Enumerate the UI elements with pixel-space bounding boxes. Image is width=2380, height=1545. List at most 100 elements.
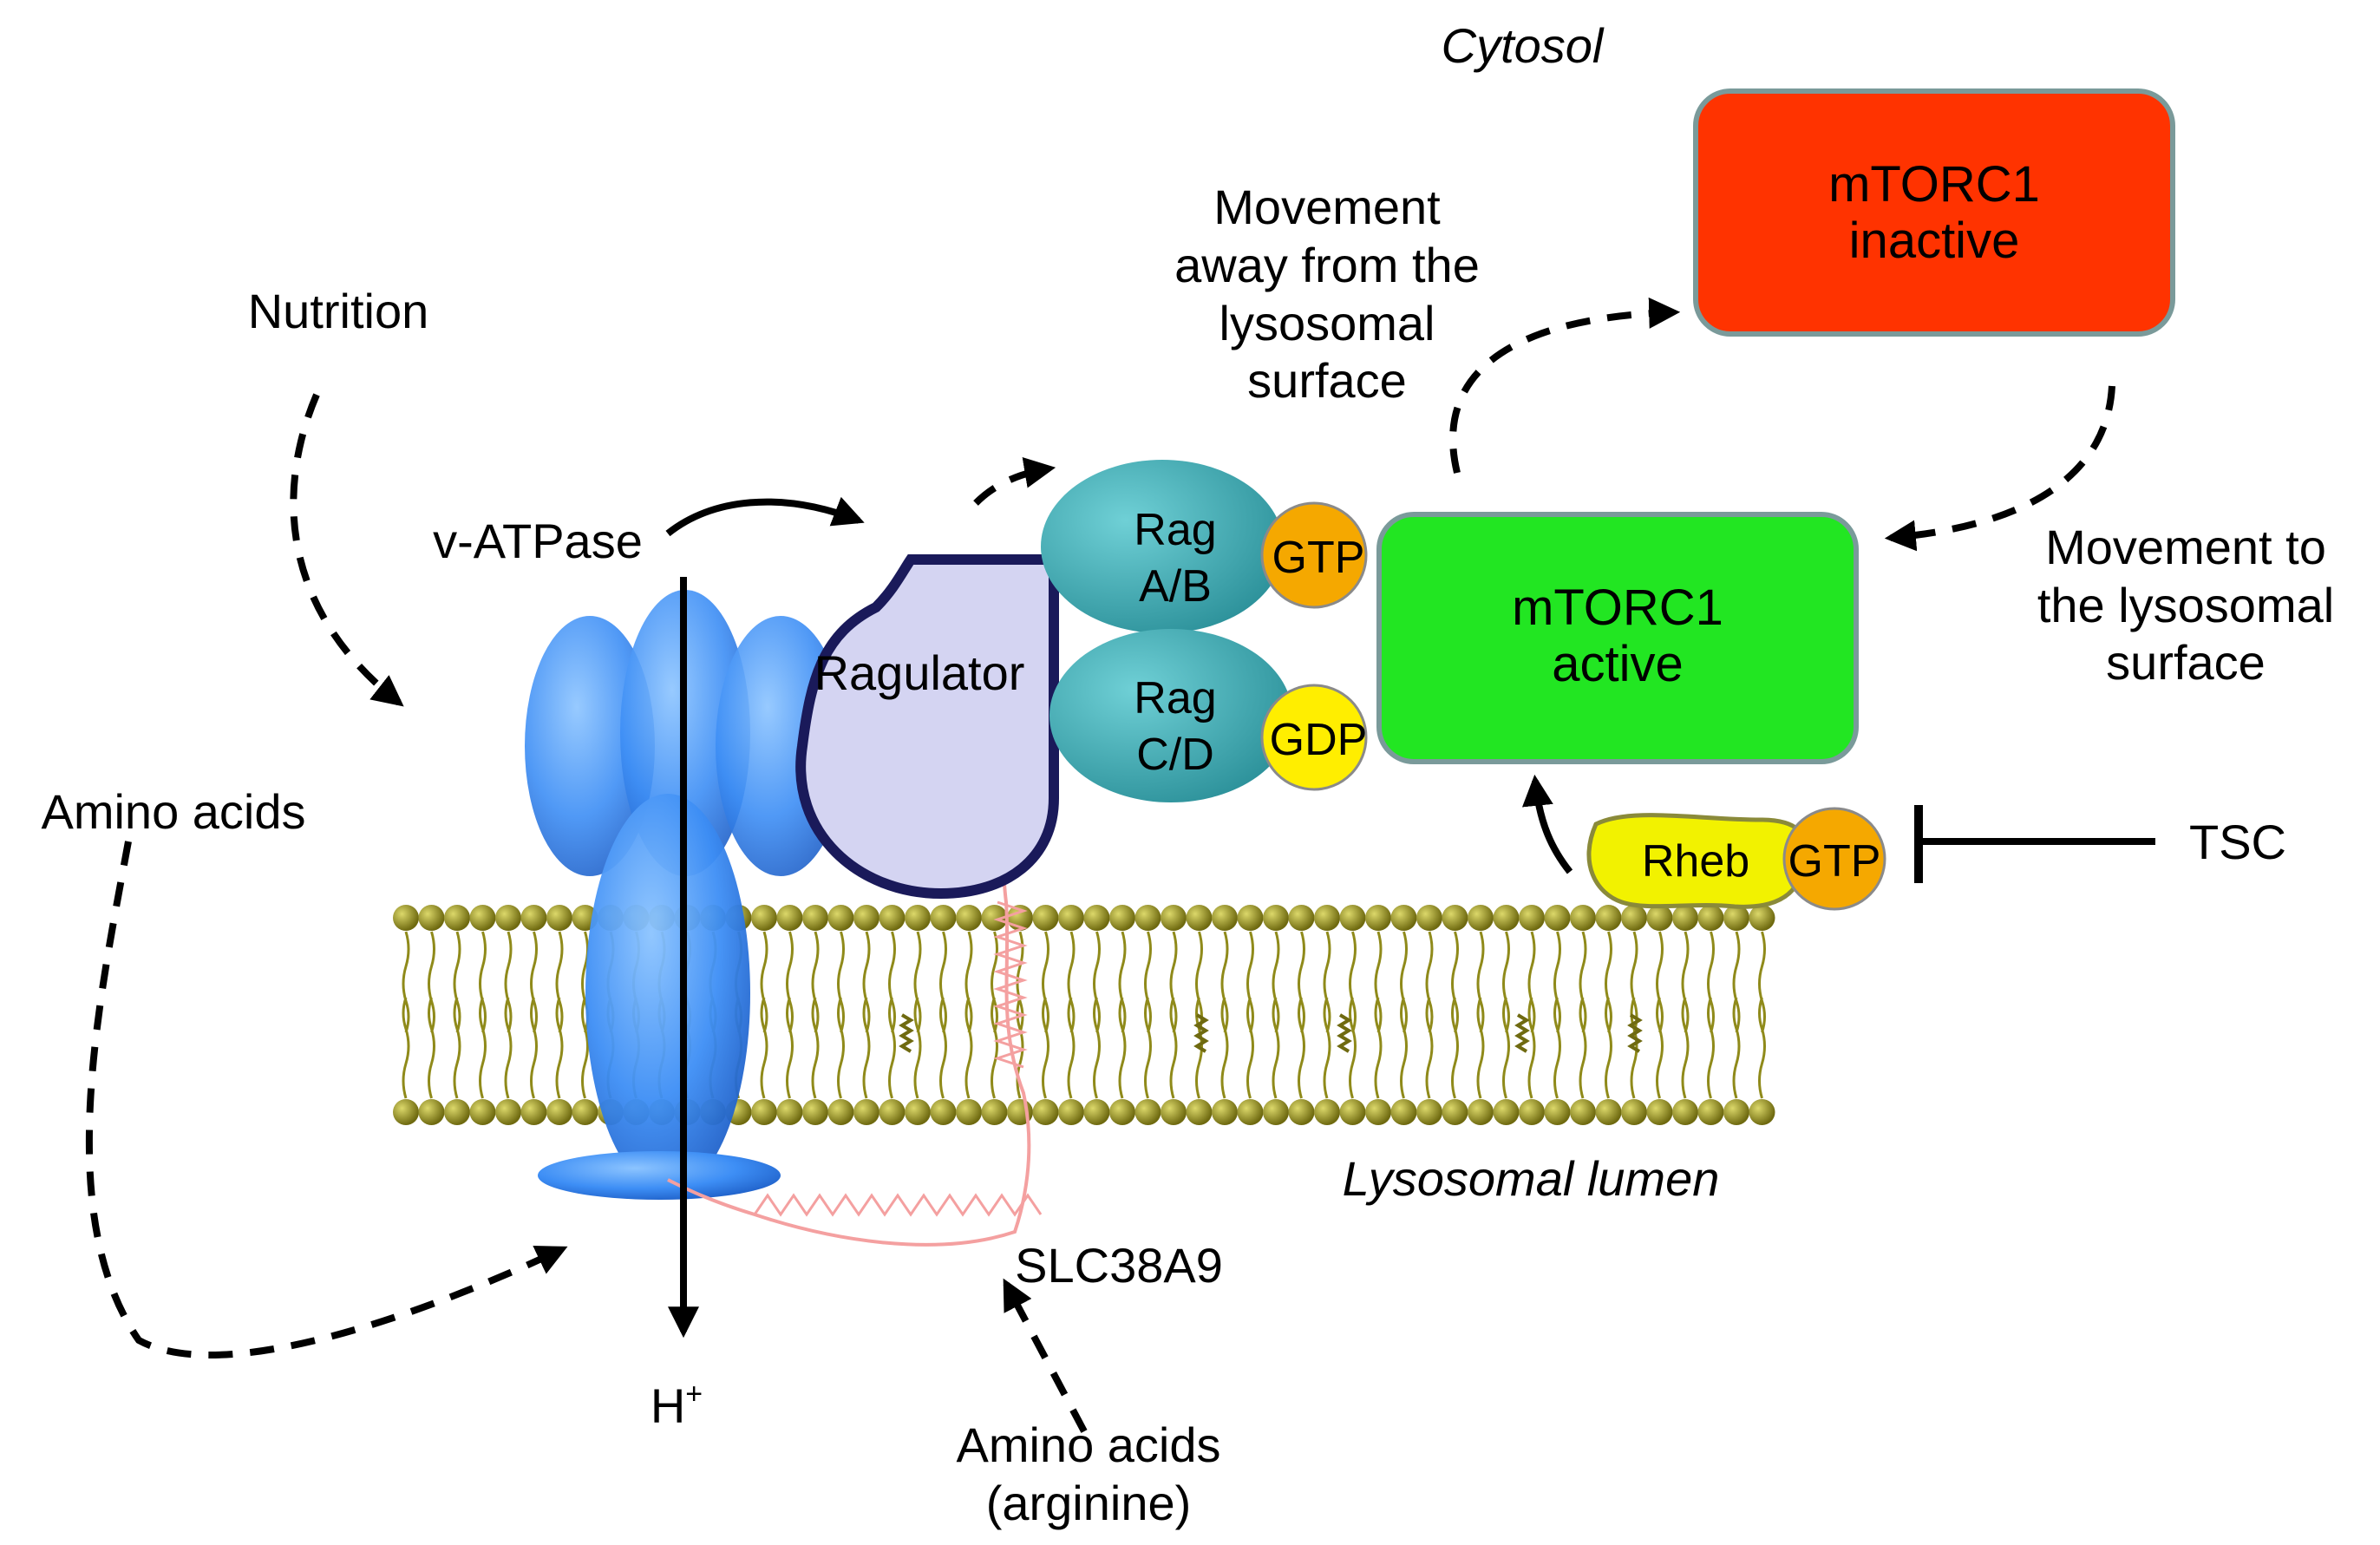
lipid-head [1083, 905, 1110, 931]
lipid-head [1646, 1099, 1673, 1125]
lipid-head [1390, 905, 1417, 931]
proton-label: H+ [651, 1378, 703, 1433]
lipid-tail [913, 931, 922, 1099]
lipid-head [1672, 1099, 1698, 1125]
lipid-tail [1451, 931, 1459, 1099]
lipid-tail [1220, 931, 1229, 1099]
lipid-head [1544, 905, 1571, 931]
lipid-tail [1298, 931, 1305, 1099]
lipid-head [1442, 905, 1468, 931]
lipid-head [1723, 905, 1749, 931]
gtp-rag-label: GTP [1272, 533, 1365, 583]
mtorc1-active-box [1376, 512, 1859, 764]
lumen-label: Lysosomal lumen [1343, 1151, 1720, 1206]
lipid-tail [453, 931, 461, 1099]
lipid-tail [1707, 931, 1715, 1099]
lipid-head [495, 1099, 521, 1125]
lipid-tail [1476, 931, 1485, 1099]
mtorc1-inactive-box [1693, 88, 2175, 337]
amino-acids-arginine-label-line2: (arginine) [986, 1476, 1192, 1530]
movement-to-dashed-arrow [1884, 385, 2115, 552]
lipid-head [1314, 905, 1340, 931]
lipid-head [1161, 905, 1187, 931]
gtp-rag [1260, 501, 1368, 609]
lipid-head [1621, 1099, 1647, 1125]
lipid-head [1134, 1099, 1161, 1125]
lipid-head [1161, 1099, 1187, 1125]
lipid-tail [1323, 931, 1331, 1099]
lipid-head [1570, 1099, 1596, 1125]
lipid-tail [504, 931, 513, 1099]
lipid-head [930, 1099, 957, 1125]
lipid-tail [1093, 931, 1101, 1099]
lipid-head [1263, 1099, 1289, 1125]
lipid-head [1595, 1099, 1622, 1125]
lipid-tail [1579, 931, 1587, 1099]
lipid-head [469, 905, 496, 931]
lipid-head [1134, 905, 1161, 931]
amino-acids-arginine-label-line1: Amino acids [956, 1417, 1220, 1472]
lipid-tail [1169, 931, 1178, 1099]
lipid-head [393, 1099, 419, 1125]
lipid-head [1519, 1099, 1545, 1125]
lipid-head [1493, 905, 1520, 931]
gtp-rheb [1782, 807, 1886, 911]
lipid-head [1109, 1099, 1135, 1125]
lipid-tail [1118, 931, 1127, 1099]
lipid-tail [402, 931, 410, 1099]
lipid-tail [1042, 931, 1049, 1099]
gdp-rag-label: GDP [1270, 715, 1368, 765]
lipid-head [1314, 1099, 1340, 1125]
lipid-head [776, 905, 803, 931]
movement-away-label-line3: lysosomal [1219, 296, 1435, 350]
lipid-head [1288, 905, 1315, 931]
lipid-tail [991, 931, 998, 1099]
movement-away-label-line1: Movement [1213, 180, 1441, 234]
lipid-tail [862, 931, 871, 1099]
cholesterol-mark [1337, 1013, 1352, 1053]
lipid-tail [1349, 931, 1357, 1099]
gtp-rheb-label: GTP [1788, 836, 1881, 887]
lipid-head [1697, 1099, 1724, 1125]
lipid-head [1621, 905, 1647, 931]
lipid-head [956, 905, 982, 931]
mtorc1-active-label-line2: active [1552, 636, 1684, 692]
lipid-head [1032, 905, 1059, 931]
ragulator-label: Ragulator [814, 645, 1025, 700]
lipid-head [1186, 905, 1213, 931]
arginine-dashed-arrow [1003, 1278, 1088, 1433]
lipid-head [1058, 905, 1084, 931]
lipid-head [1032, 1099, 1059, 1125]
lipid-head [827, 905, 854, 931]
lipid-head [1697, 905, 1724, 931]
mtorc1-inactive-label-line2: inactive [1849, 213, 2020, 269]
lipid-head [1186, 1099, 1213, 1125]
lipid-head [802, 905, 828, 931]
lipid-head [1723, 1099, 1749, 1125]
v-atpase-label: v-ATPase [433, 514, 643, 568]
movement-to-label-line2: the lysosomal [2037, 578, 2334, 632]
movement-to-label-line1: Movement to [2045, 520, 2326, 574]
rheb [1586, 813, 1809, 909]
v-atpase-to-ragulator-arrow [665, 496, 865, 537]
lipid-head [520, 905, 547, 931]
lipid-tail [1425, 931, 1434, 1099]
rag-cd-label-line1: Rag [1134, 673, 1216, 723]
slc38a9-label: SLC38A9 [1015, 1238, 1223, 1293]
ragulator [795, 554, 1059, 900]
cholesterol-mark [1514, 1013, 1530, 1053]
lipid-tail [786, 931, 794, 1099]
lipid-tail [1067, 931, 1076, 1099]
lipid-head [1570, 905, 1596, 931]
amino-acids-left-dashed-arrow [85, 841, 568, 1358]
lipid-head [418, 905, 445, 931]
lipid-head [546, 1099, 572, 1125]
lipid-tail [964, 931, 973, 1099]
lipid-head [776, 1099, 803, 1125]
lipid-head [1339, 1099, 1366, 1125]
mtorc1-inactive-label-line1: mTORC1 [1828, 156, 2040, 213]
lipid-tail [1502, 931, 1510, 1099]
lipid-tail [1656, 931, 1664, 1099]
lipid-head [802, 1099, 828, 1125]
lipid-tail [428, 931, 435, 1099]
